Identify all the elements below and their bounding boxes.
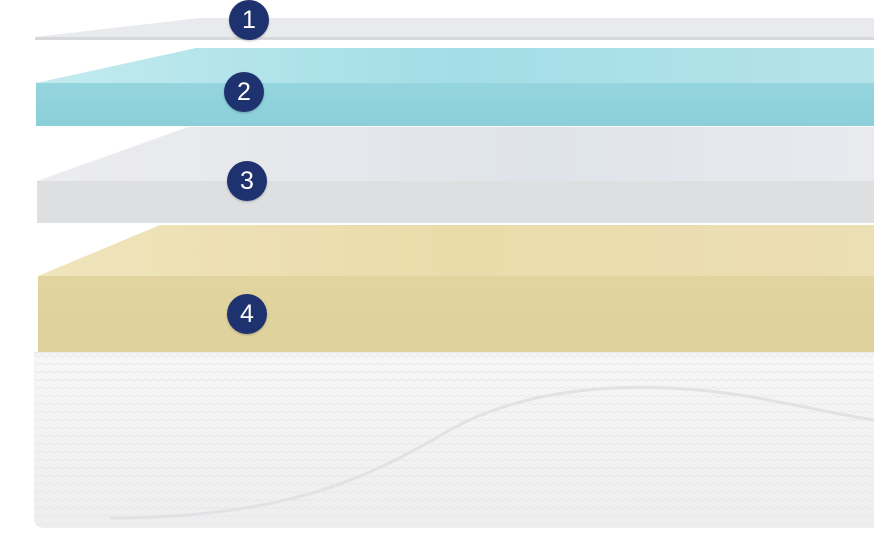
layer-3: [37, 127, 874, 223]
layer-1-number-badge: 1: [229, 0, 269, 40]
layer-2-number-badge: 2: [224, 72, 264, 112]
layer-2: [36, 48, 874, 126]
layer-2-top: [36, 48, 874, 83]
layer-2-front: [36, 83, 874, 126]
quilted-fabric-cover-icon: [34, 352, 874, 528]
layer-4-number-badge: 4: [227, 294, 267, 334]
base-knit-texture: [34, 352, 874, 528]
layer-4-top: [38, 225, 874, 276]
layer-3-front: [37, 181, 874, 223]
layer-3-number-badge: 3: [227, 161, 267, 201]
layer-1-edge: [35, 37, 874, 40]
layer-3-top: [37, 127, 874, 181]
layer-4-front: [38, 276, 874, 352]
layer-1: [35, 18, 874, 40]
base-wave-stitch: [109, 385, 874, 520]
layer-1-top: [35, 18, 874, 37]
layer-4: [38, 225, 874, 352]
